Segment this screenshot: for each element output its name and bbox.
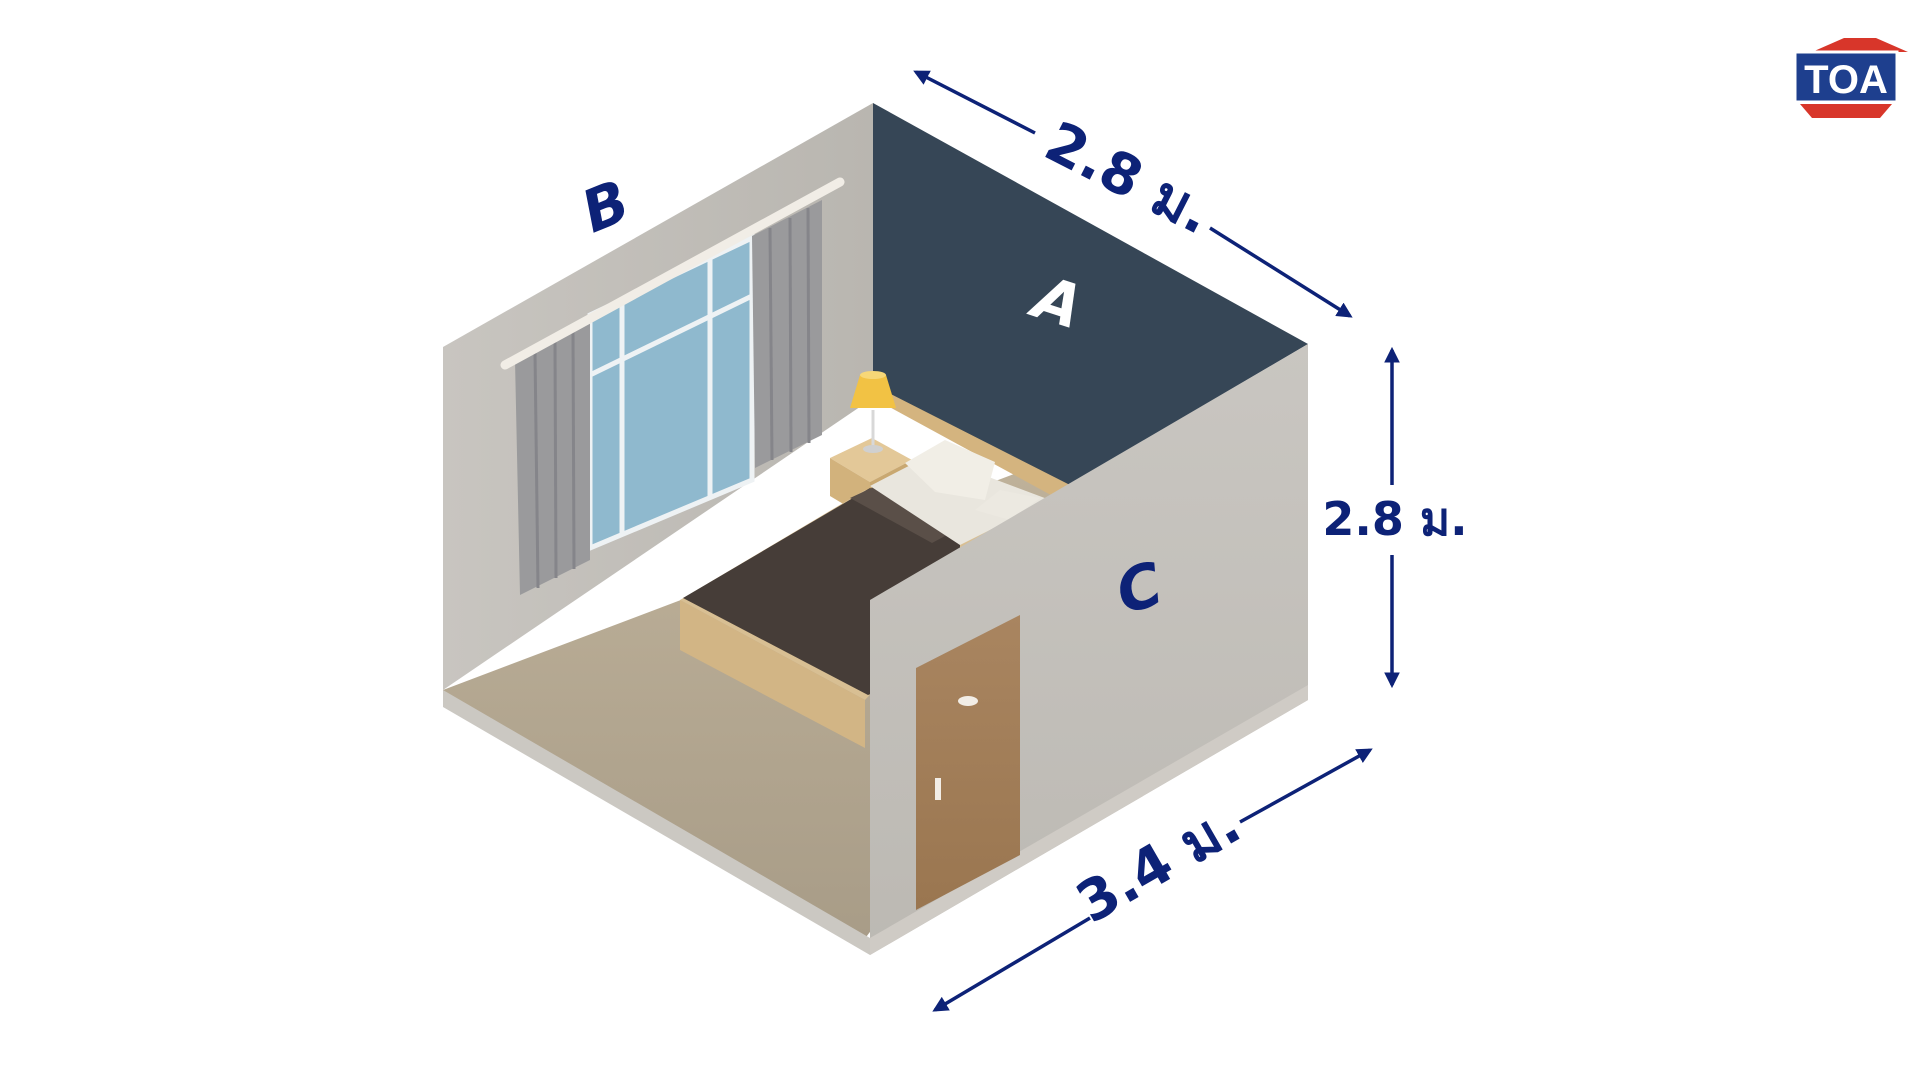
door — [916, 615, 1020, 910]
room — [443, 103, 1308, 955]
window-transom — [588, 293, 754, 378]
dimension-width-arrow-left — [913, 70, 1036, 135]
door-panel — [916, 615, 1020, 910]
wall-c-base — [870, 685, 1308, 955]
bed-blanket-fold — [850, 485, 960, 543]
toa-logo: TOA — [1793, 38, 1908, 118]
lamp — [850, 371, 896, 453]
wall-b-label: B — [572, 167, 638, 247]
curtains — [500, 177, 845, 595]
toa-logo-body — [1793, 50, 1899, 104]
window — [587, 234, 755, 552]
curtain-rod — [500, 177, 845, 370]
curtain-left — [515, 322, 590, 595]
toa-logo-bottom — [1800, 104, 1892, 118]
wall-a-bottom-band — [873, 385, 1070, 500]
toa-logo-text: TOA — [1804, 58, 1888, 102]
dimension-height-label: 2.8 ม. — [1322, 492, 1467, 546]
dimension-length-arrow-left — [932, 916, 1091, 1012]
door-handle — [935, 778, 941, 800]
dimension-width-arrow-right — [1209, 226, 1353, 318]
door-peephole — [958, 696, 978, 706]
dimension-length-arrow-right — [1239, 748, 1373, 824]
toa-logo-top — [1812, 38, 1908, 52]
dimension-height: 2.8 ม. — [1322, 346, 1468, 689]
bed-frame-side — [680, 600, 865, 748]
pillow-1 — [905, 440, 995, 500]
pillow-2 — [975, 490, 1040, 520]
curtain-right — [752, 200, 822, 468]
wall-a — [873, 103, 1308, 490]
floor-base-edge — [443, 690, 870, 955]
